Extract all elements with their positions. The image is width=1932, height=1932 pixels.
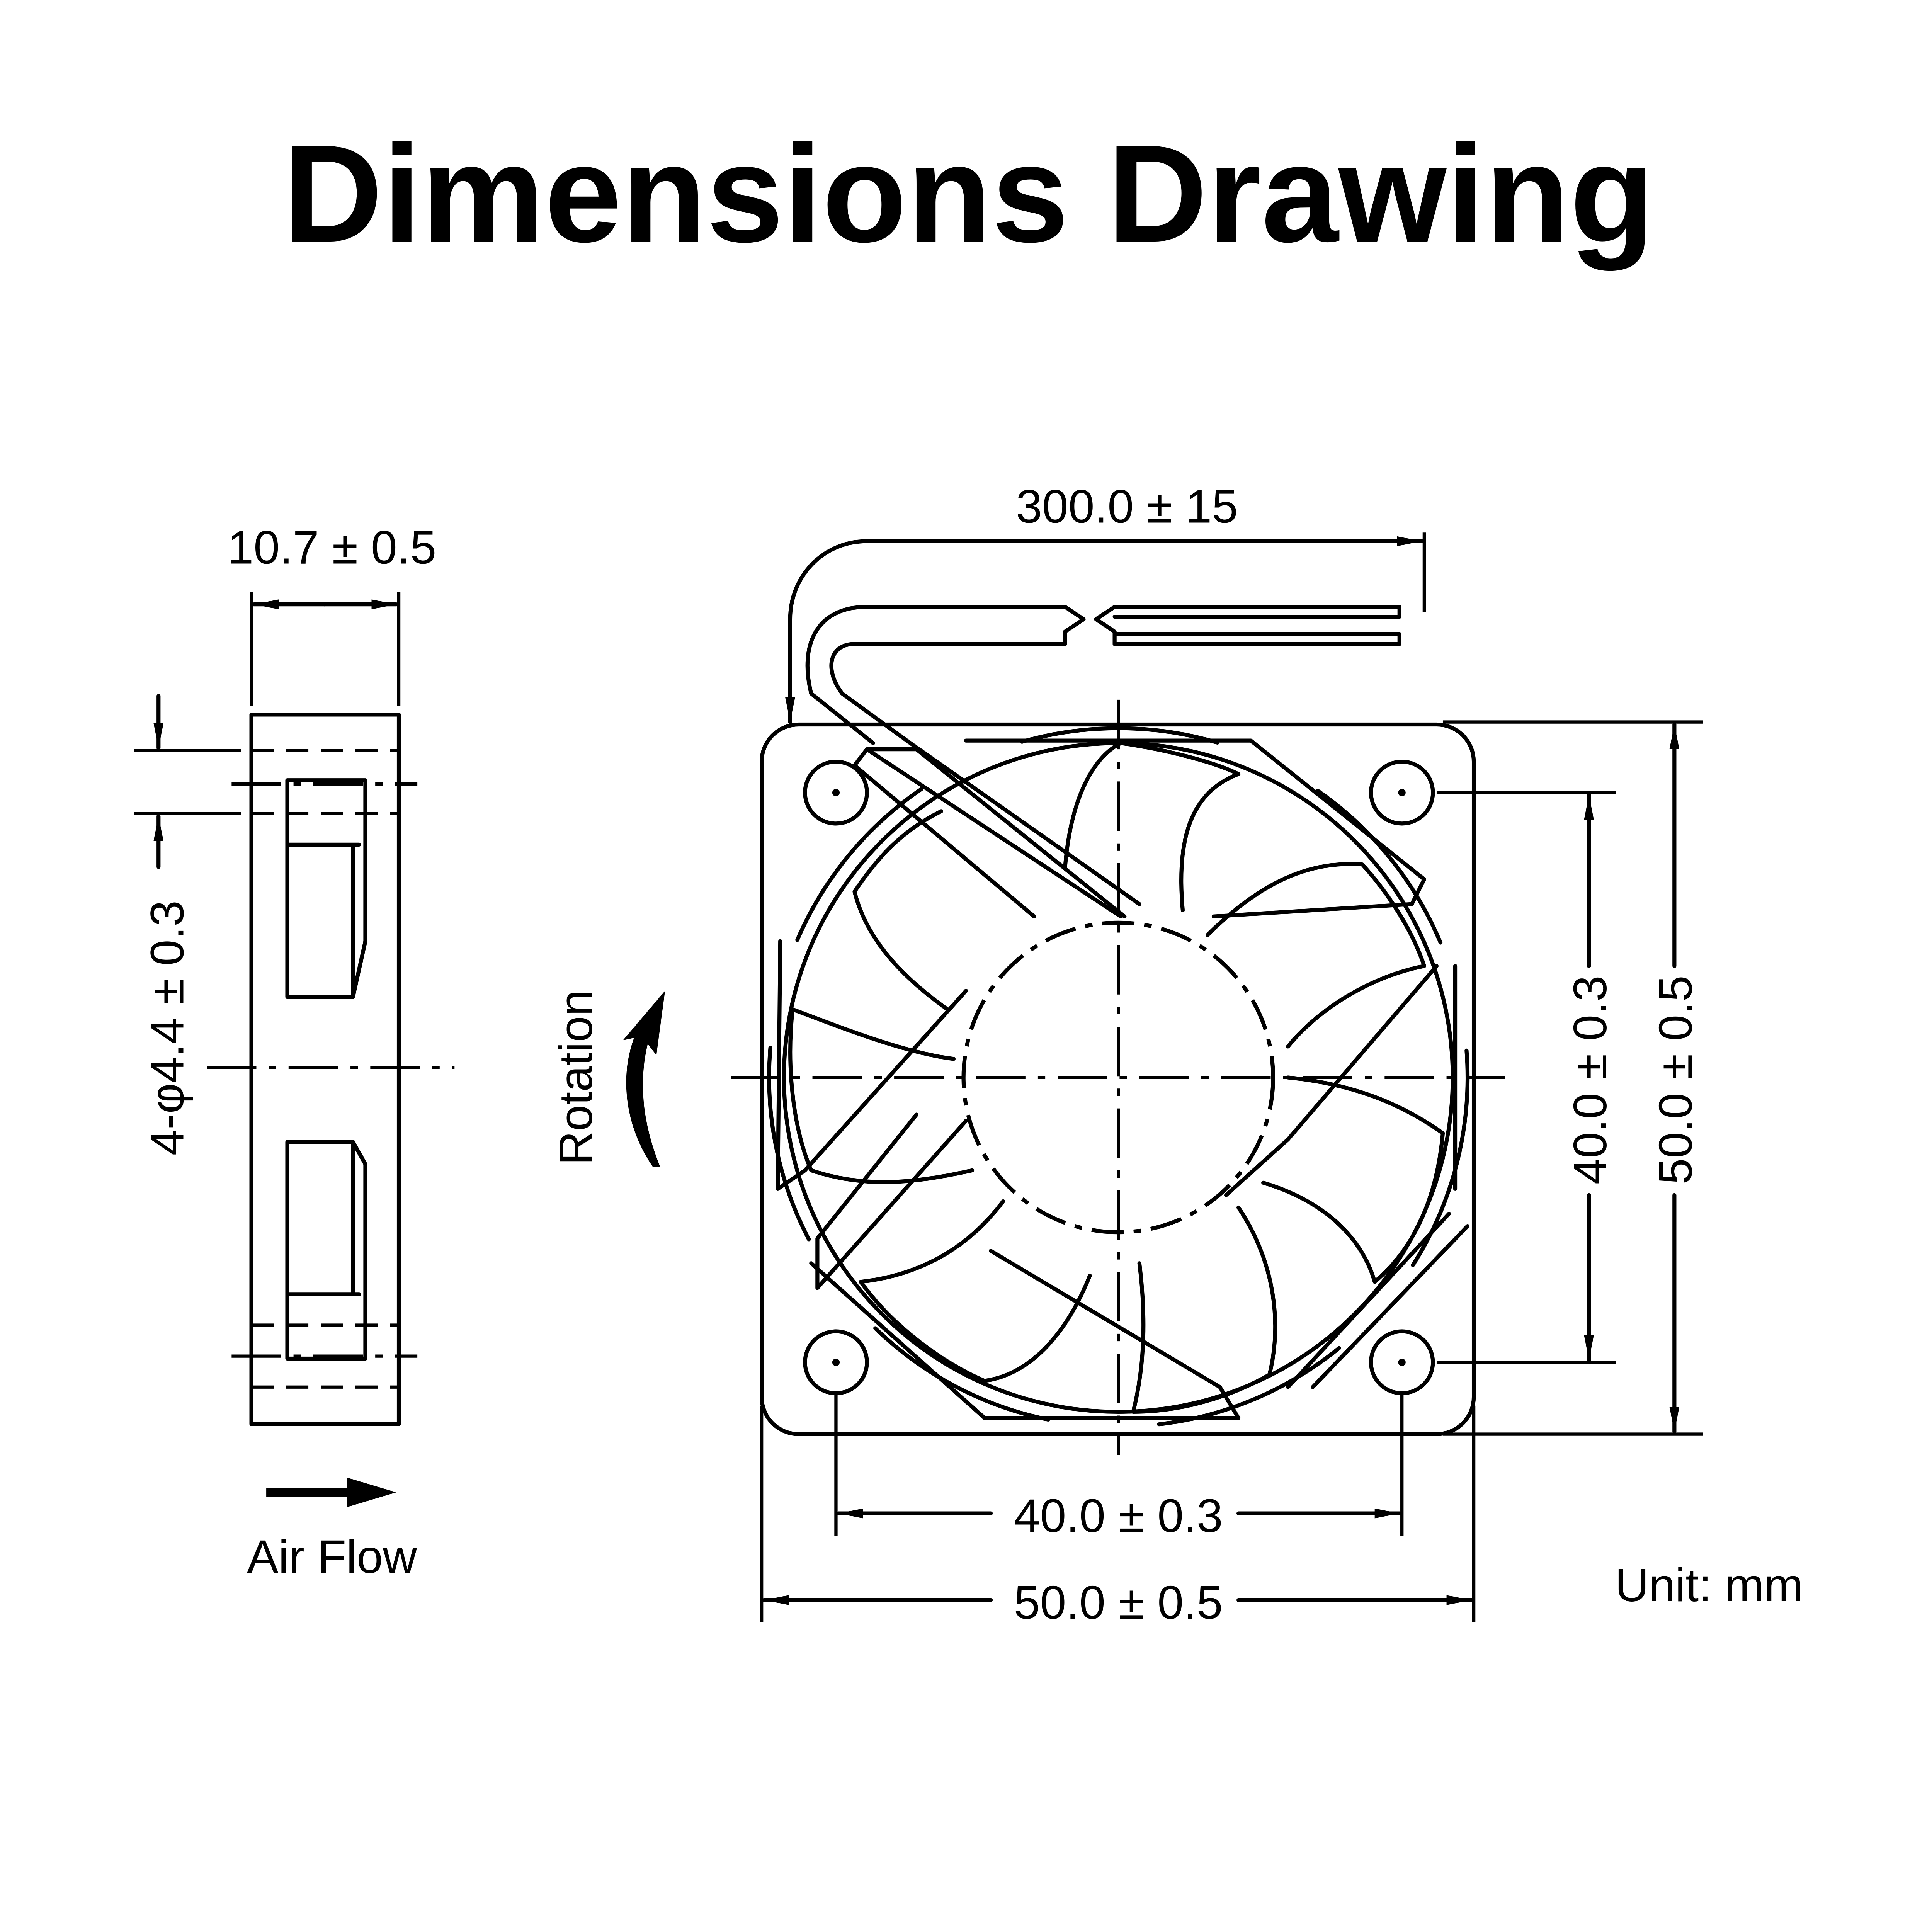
rotation-label: Rotation [549,990,602,1165]
side-view: 4-φ4.4 ± 0.3 10.7 ± 0.5 Air Flow [134,521,455,1583]
cable-length-label: 300.0 ± 15 [1016,480,1238,533]
airflow-arrow-icon [266,1477,396,1507]
thickness-label: 10.7 ± 0.5 [228,521,437,573]
size-vertical-label: 50.0 ± 0.5 [1649,975,1702,1184]
hole-pitch-horizontal-label: 40.0 ± 0.3 [1014,1490,1223,1542]
page-title: Dimensions Drawing [282,116,1654,272]
rotation-arrow-icon [623,991,665,1167]
hole-spec-label: 4-φ4.4 ± 0.3 [141,900,193,1155]
unit-label: Unit: mm [1615,1559,1803,1611]
airflow-label: Air Flow [247,1531,417,1583]
size-horizontal-label: 50.0 ± 0.5 [1014,1576,1223,1629]
fan-front-view [731,605,1505,1456]
hole-pitch-vertical-label: 40.0 ± 0.3 [1564,975,1616,1184]
